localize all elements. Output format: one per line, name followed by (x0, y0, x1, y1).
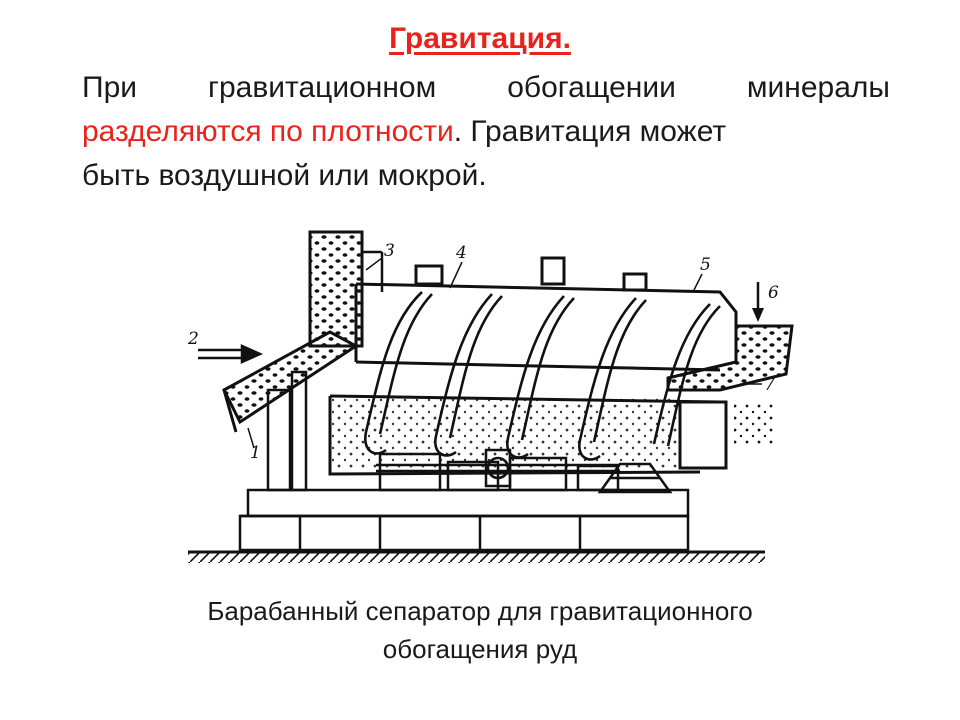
ground (188, 550, 765, 563)
callout-7: 7 (764, 375, 775, 395)
callout-2: 2 (187, 329, 199, 349)
drum-separator-figure: 1 2 3 4 5 6 7 (180, 222, 804, 570)
feed-hopper (308, 230, 384, 348)
callout-3: 3 (384, 241, 395, 261)
paragraph-line-3: быть воздушной или мокрой. (82, 159, 487, 192)
foundation (238, 488, 690, 552)
discharge-trough (666, 282, 794, 392)
paragraph-line-1: При гравитационном обогащении минералы (82, 71, 890, 104)
caption-line-2: обогащения руд (382, 634, 578, 664)
slide-heading: Гравитация. (389, 22, 571, 55)
air-inlet-arrow (198, 344, 264, 364)
water-bath (332, 398, 680, 470)
caption-line-1: Барабанный сепаратор для гравитационного (207, 596, 753, 626)
slide-paragraph: При гравитационном обогащении минералы р… (82, 66, 890, 198)
callout-4: 4 (455, 243, 467, 263)
callout-1: 1 (250, 443, 261, 463)
callout-6: 6 (768, 283, 779, 303)
paragraph-line-2-rest: . Гравитация может (453, 115, 727, 148)
figure-caption: Барабанный сепаратор для гравитационного… (0, 592, 960, 668)
helical-blades (364, 291, 721, 461)
paragraph-highlight: разделяются по плотности (82, 115, 454, 148)
callout-labels: 1 2 3 4 5 6 7 (187, 241, 779, 463)
sink-product-stream (734, 402, 774, 446)
drum-separator-diagram: 1 2 3 4 5 6 7 (187, 230, 794, 563)
callout-5: 5 (700, 255, 711, 275)
